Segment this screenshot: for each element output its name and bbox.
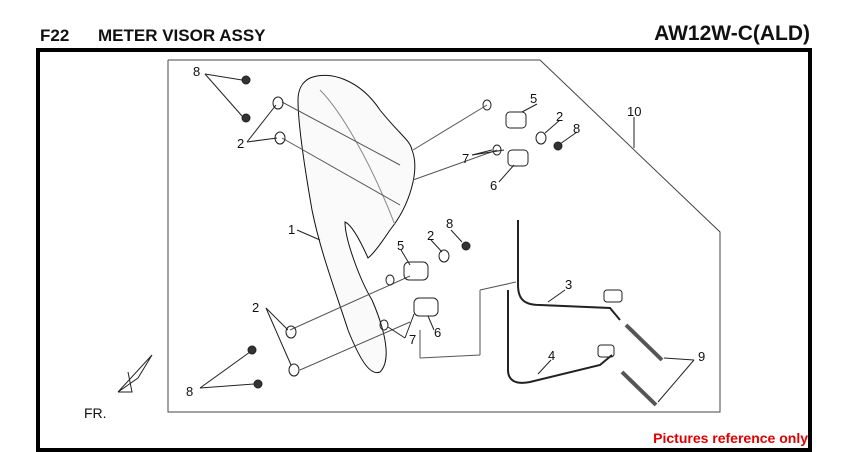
callout-10: 10 bbox=[627, 104, 641, 119]
callout-2: 2 bbox=[252, 300, 259, 315]
assembly-outline bbox=[167, 59, 721, 413]
diagram-frame bbox=[36, 48, 812, 452]
callout-8: 8 bbox=[193, 64, 200, 79]
callout-9: 9 bbox=[698, 349, 705, 364]
callout-6: 6 bbox=[490, 178, 497, 193]
callout-6: 6 bbox=[434, 325, 441, 340]
page-code: F22 bbox=[40, 26, 70, 45]
callout-4: 4 bbox=[548, 348, 555, 363]
model-code: AW12W-C(ALD) bbox=[654, 22, 810, 45]
callout-8: 8 bbox=[446, 216, 453, 231]
callout-7: 7 bbox=[409, 332, 416, 347]
stay-4 bbox=[507, 290, 613, 384]
callout-5: 5 bbox=[397, 238, 404, 253]
callout-8: 8 bbox=[573, 121, 580, 136]
front-label: FR. bbox=[84, 405, 107, 421]
reference-note: Pictures reference only bbox=[653, 430, 808, 446]
callout-2: 2 bbox=[556, 109, 563, 124]
visor bbox=[297, 74, 416, 374]
callout-8: 8 bbox=[186, 384, 193, 399]
callout-3: 3 bbox=[565, 277, 572, 292]
callout-2: 2 bbox=[237, 136, 244, 151]
callout-1: 1 bbox=[288, 222, 295, 237]
stay-3 bbox=[517, 220, 621, 321]
callout-5: 5 bbox=[530, 91, 537, 106]
callout-2: 2 bbox=[427, 228, 434, 243]
front-arrow bbox=[117, 354, 153, 393]
page-title: METER VISOR ASSY bbox=[98, 26, 266, 45]
callout-7: 7 bbox=[462, 151, 469, 166]
